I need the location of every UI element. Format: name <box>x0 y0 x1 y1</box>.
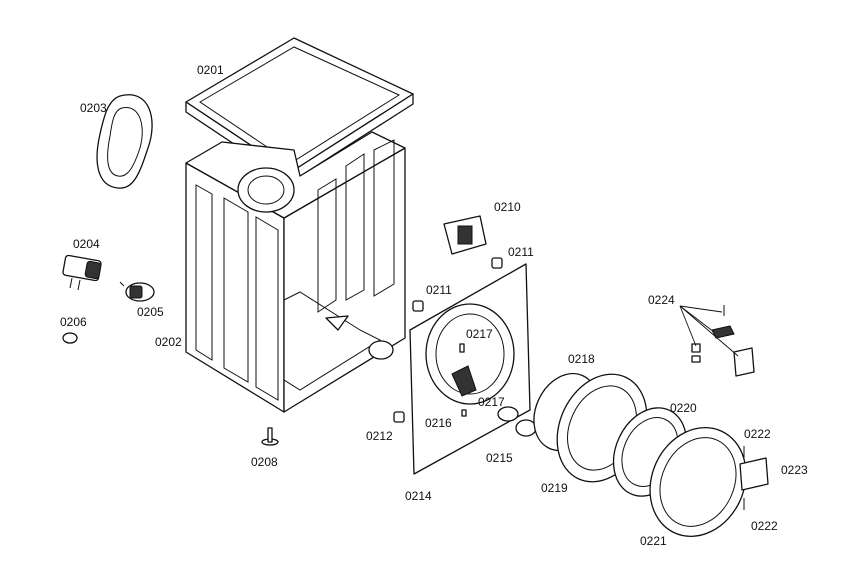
part-label-0218: 0218 <box>568 352 595 366</box>
part-label-0202: 0202 <box>155 335 182 349</box>
part-label-0211-lower: 0211 <box>426 283 452 297</box>
part-label-0201: 0201 <box>197 63 224 77</box>
part-label-0205: 0205 <box>137 305 164 319</box>
clip-part-lower <box>412 300 424 312</box>
cabinet-housing-part <box>185 131 406 413</box>
part-label-0217-upper: 0217 <box>466 327 493 341</box>
front-panel-part <box>409 263 531 475</box>
part-label-0212: 0212 <box>366 429 393 443</box>
gasket-ring-part <box>96 94 153 189</box>
part-label-0208: 0208 <box>251 455 278 469</box>
clip-part-upper <box>491 257 503 269</box>
part-label-0220: 0220 <box>670 401 697 415</box>
part-label-0215: 0215 <box>486 451 513 465</box>
part-label-0222-lower: 0222 <box>751 519 778 533</box>
part-label-0217-lower: 0217 <box>478 395 505 409</box>
part-label-0221: 0221 <box>640 534 667 548</box>
part-label-0214: 0214 <box>405 489 432 503</box>
part-label-0224: 0224 <box>648 293 675 307</box>
part-label-0211-upper: 0211 <box>508 245 534 259</box>
part-label-0203: 0203 <box>80 101 107 115</box>
pin-part-lower <box>461 409 467 417</box>
door-lock-part <box>443 215 487 255</box>
connector-part <box>393 411 405 423</box>
part-label-0222-upper: 0222 <box>744 427 771 441</box>
part-label-0204: 0204 <box>73 237 100 251</box>
hinge-part <box>739 457 769 491</box>
cap-part <box>62 332 78 344</box>
knob-part <box>515 419 537 437</box>
pin-part-upper <box>459 343 465 353</box>
part-label-0223: 0223 <box>781 463 808 477</box>
handle-part <box>451 365 477 397</box>
foot-part <box>261 427 279 446</box>
filter-part <box>119 281 155 302</box>
lock-hardware-part <box>679 305 755 377</box>
part-label-0219: 0219 <box>541 481 568 495</box>
part-label-0216: 0216 <box>425 416 452 430</box>
door-ring-part <box>649 427 747 537</box>
pump-part <box>62 254 102 291</box>
part-label-0210: 0210 <box>494 200 521 214</box>
part-label-0206: 0206 <box>60 315 87 329</box>
